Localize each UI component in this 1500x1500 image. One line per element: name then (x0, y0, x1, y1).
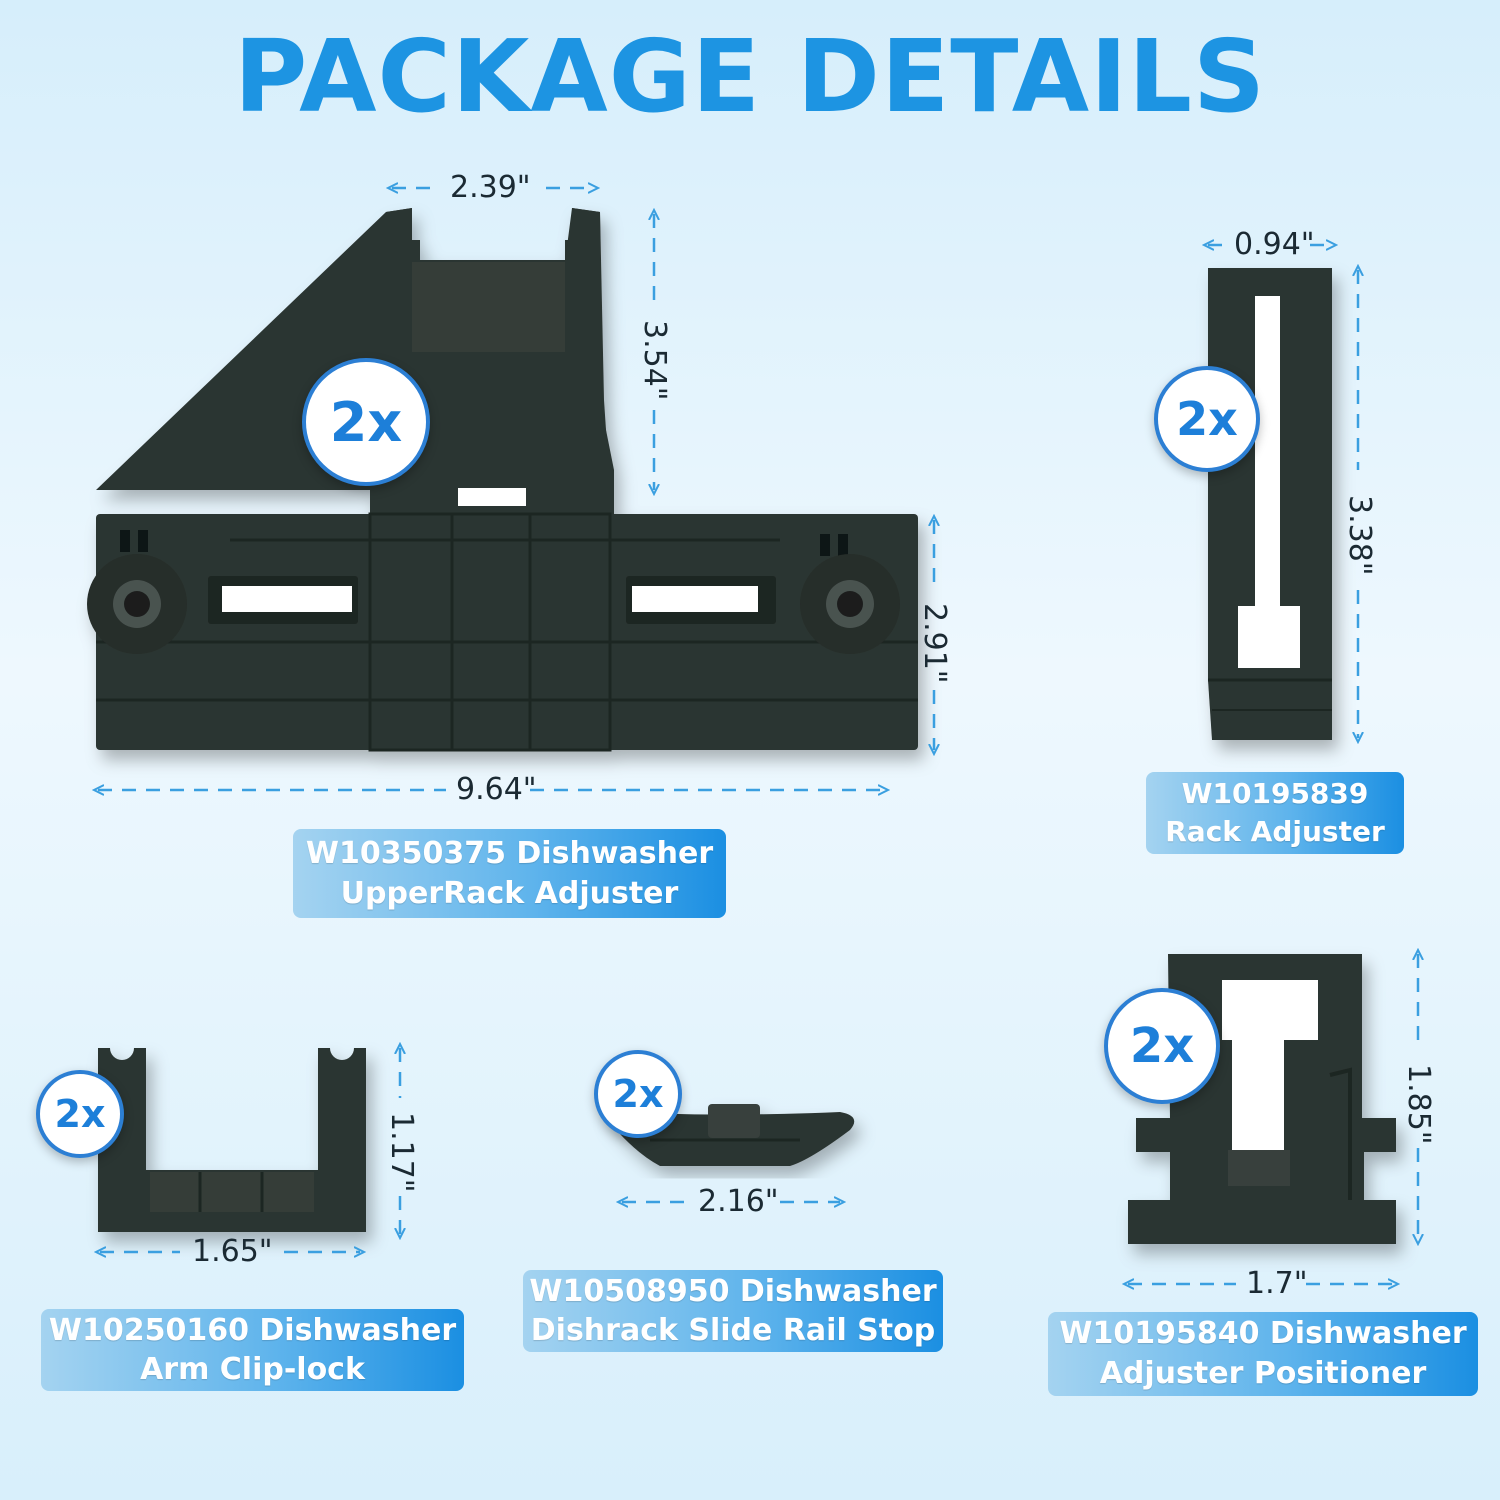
part-number-line: W10508950 Dishwasher (529, 1274, 937, 1309)
quantity-badge: 2x (1104, 988, 1220, 1104)
part-name-line: Rack Adjuster (1165, 815, 1385, 848)
part-label-rack-adjuster: W10195839 Rack Adjuster (1146, 772, 1404, 854)
part-name-line: Dishrack Slide Rail Stop (530, 1313, 936, 1348)
part-number-line: W10195839 (1181, 777, 1369, 810)
part-name-line: UpperRack Adjuster (340, 875, 679, 911)
part-label-slide-rail-stop: W10508950 Dishwasher Dishrack Slide Rail… (523, 1270, 943, 1352)
part-label-adjuster-positioner: W10195840 Dishwasher Adjuster Positioner (1048, 1312, 1478, 1396)
dimension-lines (98, 188, 1418, 1284)
part-number-line: W10195840 Dishwasher (1059, 1316, 1467, 1351)
dim-width: 2.16" (698, 1184, 779, 1219)
dim-height: 1.17" (384, 1112, 419, 1193)
part-label-arm-clip-lock: W10250160 Dishwasher Arm Clip-lock (41, 1309, 464, 1391)
dim-width: 1.65" (192, 1234, 273, 1269)
arm-clip-lock-image (98, 1048, 366, 1232)
quantity-badge: 2x (302, 358, 430, 486)
part-name-line: Adjuster Positioner (1099, 1356, 1427, 1391)
dim-top-width: 2.39" (450, 170, 531, 205)
dim-body-height: 2.91" (917, 603, 952, 684)
dim-width: 0.94" (1234, 227, 1315, 262)
part-number-line: W10250160 Dishwasher (48, 1313, 457, 1348)
page-title: PACKAGE DETAILS (233, 18, 1267, 135)
upper-rack-adjuster-image (87, 208, 918, 752)
dim-height: 1.85" (1401, 1064, 1436, 1145)
dim-width: 1.7" (1246, 1266, 1308, 1301)
dim-height: 3.38" (1342, 495, 1377, 576)
quantity-badge: 2x (1154, 366, 1260, 472)
quantity-badge: 2x (36, 1070, 124, 1158)
dim-top-height: 3.54" (637, 320, 672, 401)
quantity-badge: 2x (594, 1050, 682, 1138)
part-name-line: Arm Clip-lock (140, 1352, 365, 1387)
dim-overall-width: 9.64" (456, 772, 537, 807)
part-number-line: W10350375 Dishwasher (305, 835, 714, 871)
rack-adjuster-image (1208, 268, 1332, 740)
part-label-upper-rack-adjuster: W10350375 Dishwasher UpperRack Adjuster (293, 829, 726, 918)
